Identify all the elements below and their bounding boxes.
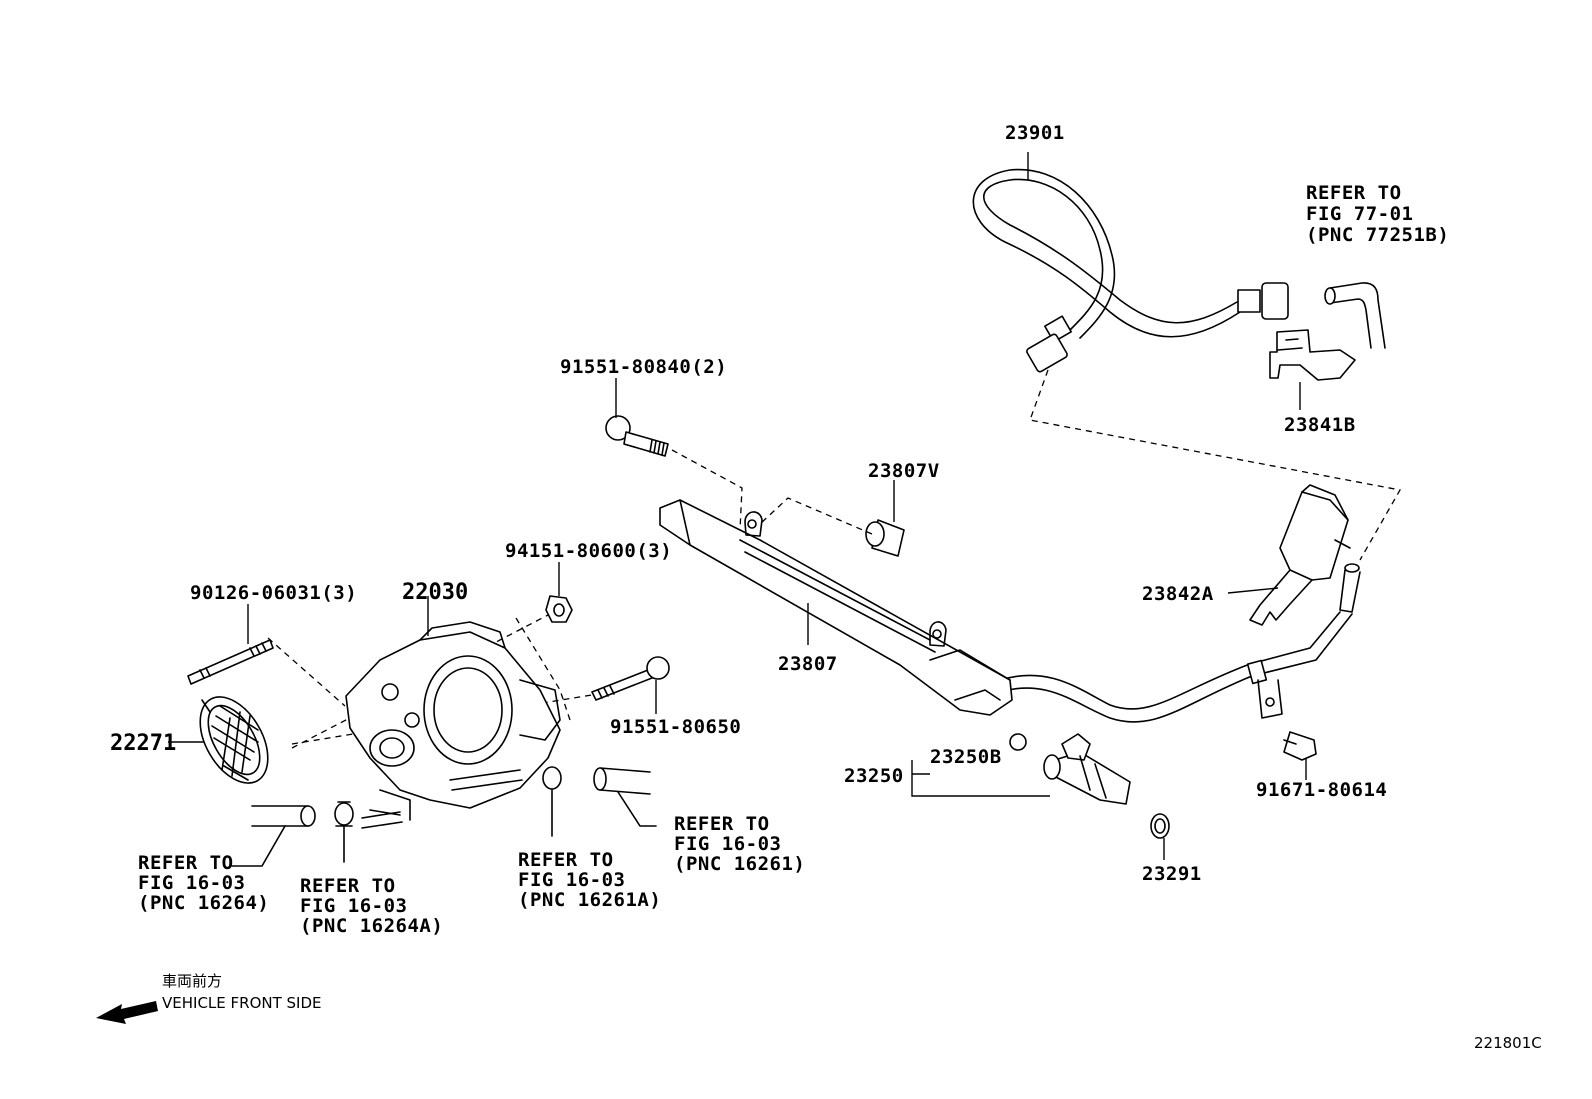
note-refer-77251b: REFER TO FIG 77-01 (PNC 77251B) [1306, 182, 1449, 246]
svg-text:(PNC 16261A): (PNC 16261A) [518, 889, 661, 911]
stud-90126-06031[interactable] [187, 639, 274, 685]
note-refer-16261: REFER TO FIG 16-03 (PNC 16261) [674, 813, 805, 875]
svg-text:FIG 16-03: FIG 16-03 [300, 895, 407, 917]
bolt-91551-80650[interactable] [591, 656, 670, 701]
note-refer-16261a: REFER TO FIG 16-03 (PNC 16261A) [518, 849, 661, 911]
label-23250b: 23250B [930, 746, 1002, 768]
svg-text:FIG 16-03: FIG 16-03 [518, 869, 625, 891]
bolt-91551-80840[interactable] [605, 415, 669, 457]
svg-text:FIG 77-01: FIG 77-01 [1306, 203, 1413, 225]
ref-hose-77251b [1324, 282, 1386, 349]
nut-94151-80600[interactable] [545, 595, 573, 623]
label-22030: 22030 [402, 580, 468, 605]
svg-text:REFER TO: REFER TO [138, 852, 234, 874]
svg-text:FIG 16-03: FIG 16-03 [138, 872, 245, 894]
svg-text:FIG 16-03: FIG 16-03 [674, 833, 781, 855]
note-refer-16264a: REFER TO FIG 16-03 (PNC 16264A) [300, 875, 443, 937]
svg-text:(PNC 77251B): (PNC 77251B) [1306, 224, 1449, 246]
front-label-jp: 車両前方 [162, 972, 222, 990]
fuel-rail-23807[interactable] [659, 499, 1013, 716]
label-23901: 23901 [1005, 122, 1065, 144]
label-23807v: 23807V [868, 460, 940, 482]
clip-23841b[interactable] [1269, 329, 1356, 381]
connector-23842a[interactable] [1249, 484, 1361, 626]
label-23842a: 23842A [1142, 583, 1214, 605]
fuel-pipe [999, 611, 1353, 723]
label-94151-80600: 94151-80600(3) [505, 540, 672, 562]
front-arrow-icon [96, 1001, 158, 1024]
label-91551-80650: 91551-80650 [610, 716, 741, 738]
label-91551-80840: 91551-80840(2) [560, 356, 727, 378]
label-23291: 23291 [1142, 863, 1202, 885]
hoses-fig16-03 [231, 766, 657, 867]
svg-text:REFER TO: REFER TO [674, 813, 770, 835]
svg-text:(PNC 16264A): (PNC 16264A) [300, 915, 443, 937]
damper-23807v[interactable] [865, 519, 905, 557]
label-23250: 23250 [844, 765, 904, 787]
bolt-91671-80614[interactable] [1283, 731, 1317, 761]
svg-text:REFER TO: REFER TO [300, 875, 396, 897]
label-23807: 23807 [778, 653, 838, 675]
svg-text:(PNC 16261): (PNC 16261) [674, 853, 805, 875]
injector-23250[interactable] [1009, 733, 1170, 839]
svg-text:REFER TO: REFER TO [518, 849, 614, 871]
vehicle-front-indicator: 車両前方 VEHICLE FRONT SIDE [96, 972, 322, 1024]
gasket-22271[interactable] [186, 685, 281, 794]
label-91671-80614: 91671-80614 [1256, 779, 1387, 801]
label-90126-06031: 90126-06031(3) [190, 582, 357, 604]
svg-text:(PNC 16264): (PNC 16264) [138, 892, 269, 914]
note-refer-16264: REFER TO FIG 16-03 (PNC 16264) [138, 852, 269, 914]
label-23841b: 23841B [1284, 414, 1356, 436]
figure-id: 221801C [1474, 1034, 1542, 1052]
svg-text:REFER TO: REFER TO [1306, 182, 1402, 204]
front-label-en: VEHICLE FRONT SIDE [162, 994, 322, 1012]
label-22271: 22271 [110, 731, 176, 756]
throttle-body-22030[interactable] [345, 621, 561, 821]
fuel-hose-23901[interactable] [972, 168, 1289, 373]
